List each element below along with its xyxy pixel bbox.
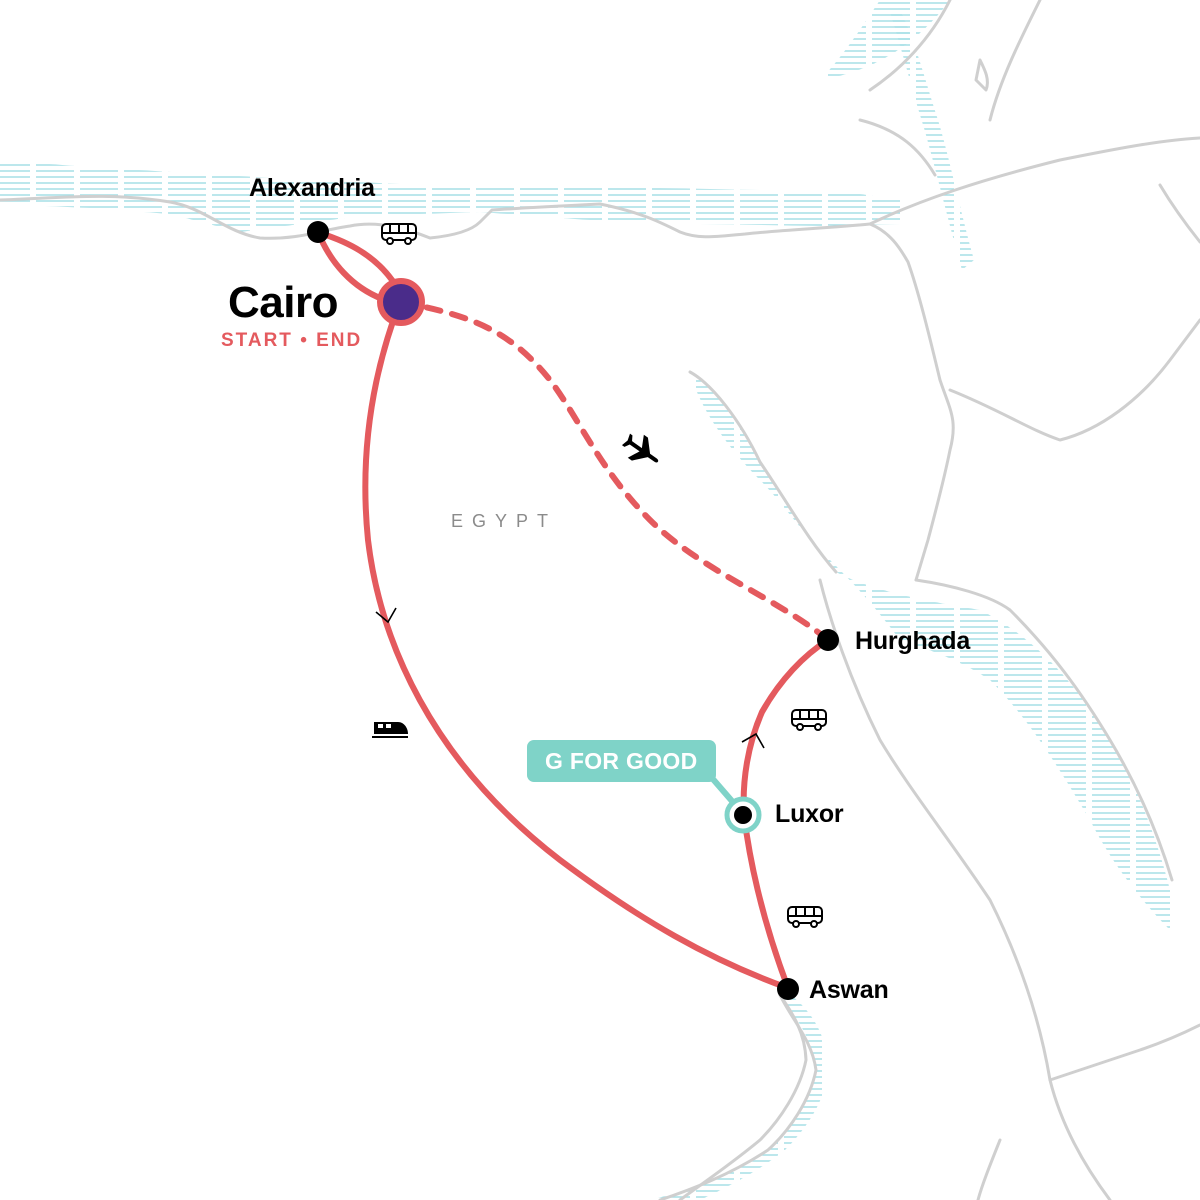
- red-sea-water: [690, 372, 1170, 930]
- direction-chevron: [375, 607, 397, 624]
- route-hurghada-cairo: [397, 299, 831, 643]
- route-luxor-hurghada: [740, 637, 831, 818]
- nile-lake-water: [650, 996, 828, 1200]
- bus-icon: [791, 709, 827, 731]
- bus-icon: [787, 906, 823, 928]
- stop-aswan: [777, 978, 799, 1000]
- northeast-water: [820, 0, 950, 80]
- g-for-good-badge: G FOR GOOD: [527, 740, 716, 782]
- city-label-alexandria: Alexandria: [249, 174, 375, 202]
- start-end-label: START • END: [221, 330, 363, 351]
- stop-cairo-start-end: [377, 278, 425, 326]
- train-icon: [372, 722, 408, 738]
- route-cairo-aswan: [362, 299, 791, 991]
- city-label-hurghada: Hurghada: [855, 627, 971, 655]
- gulf-of-aqaba-water: [890, 10, 974, 270]
- stop-luxor: [734, 806, 752, 824]
- route-aswan-luxor: [741, 812, 791, 991]
- stop-hurghada: [817, 629, 839, 651]
- city-label-luxor: Luxor: [775, 800, 844, 828]
- city-label-cairo: Cairo: [228, 278, 338, 327]
- plane-icon: [621, 433, 659, 463]
- mediterranean-water: [0, 160, 900, 232]
- stop-alexandria: [307, 221, 329, 243]
- city-label-aswan: Aswan: [809, 976, 889, 1004]
- bus-icon: [381, 223, 417, 245]
- direction-chevron: [741, 732, 765, 749]
- country-label: EGYPT: [451, 511, 558, 531]
